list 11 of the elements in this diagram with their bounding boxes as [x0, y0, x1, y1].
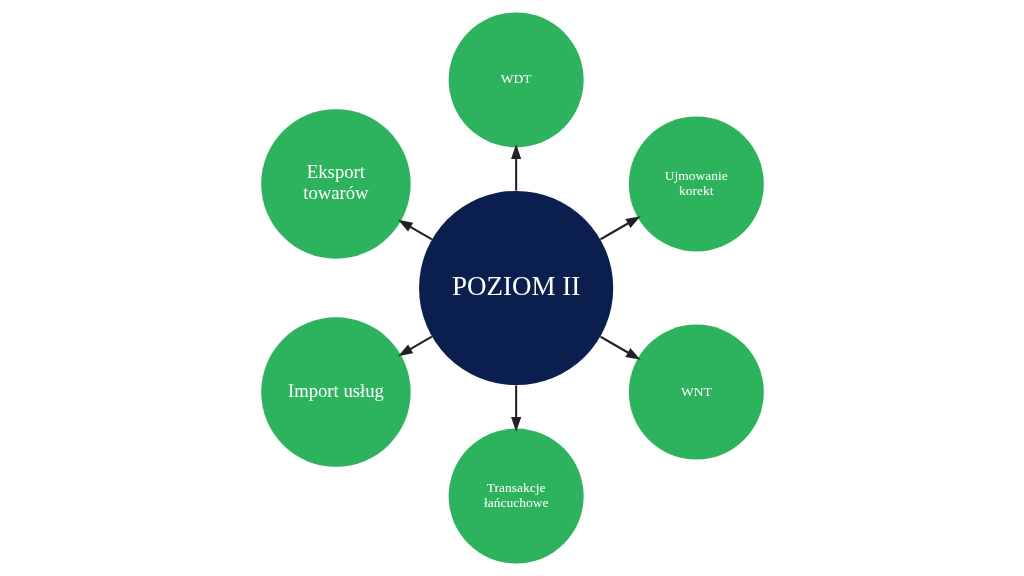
node-circle: WNT [628, 324, 764, 460]
arrow [510, 144, 521, 191]
arrow [599, 335, 641, 360]
arrow [599, 216, 641, 241]
node-circle: Transakcje łańcuchowe [448, 428, 584, 564]
node-circle: WDT [448, 12, 584, 148]
arrow [397, 335, 432, 357]
node-circle: Ujmowanie korekt [628, 116, 764, 252]
arrow [510, 385, 521, 432]
arrow [397, 219, 432, 241]
node-circle: POZIOM II [418, 190, 613, 386]
